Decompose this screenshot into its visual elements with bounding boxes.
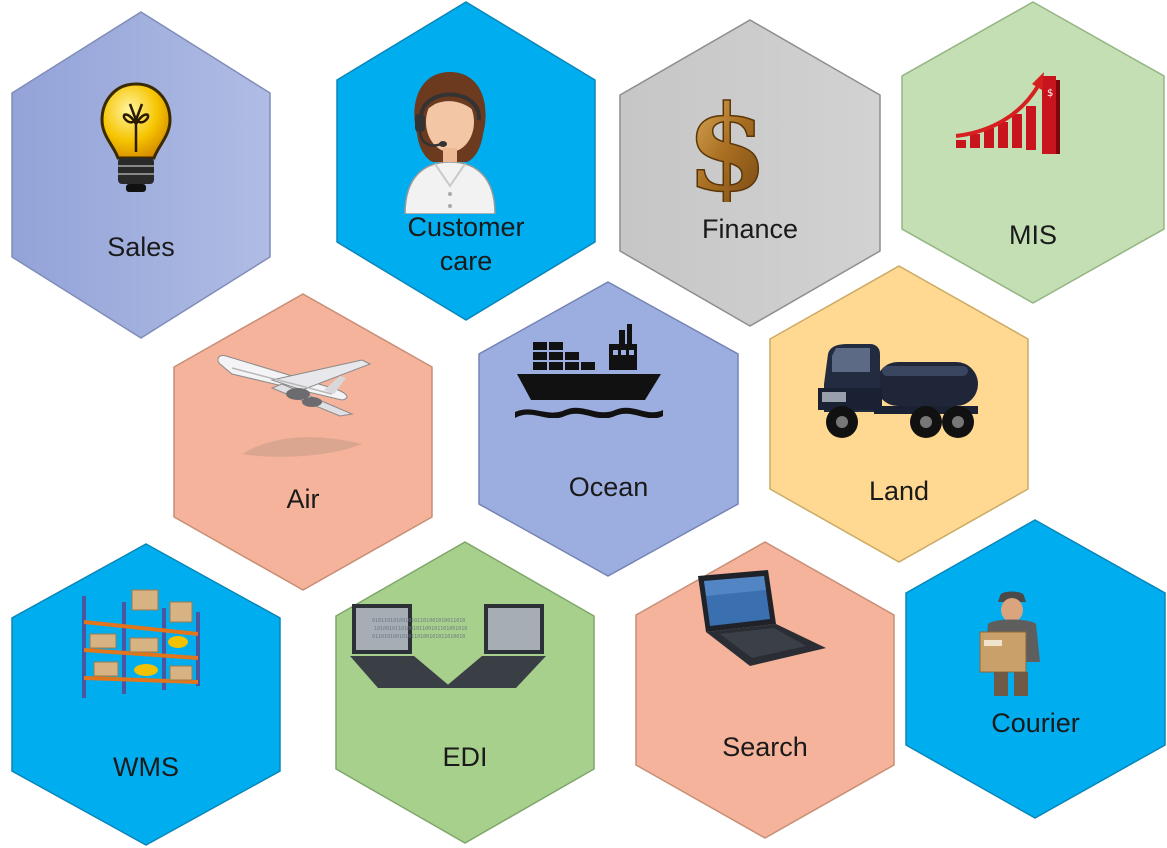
tile-ocean[interactable]: Ocean [477, 280, 740, 578]
tile-label: Land [768, 474, 1030, 508]
tile-label-text: Courier [991, 708, 1080, 738]
svg-text:101001011010010110010110100101: 1010010110100101100101101001010 [374, 626, 467, 632]
tile-label: EDI [334, 740, 596, 774]
courier-box-icon [974, 590, 1050, 698]
tile-label-text: WMS [113, 752, 179, 782]
tile-mis[interactable]: $ MIS [900, 0, 1166, 305]
hexagon-shape [905, 519, 1166, 819]
svg-text:$: $ [1047, 88, 1053, 99]
svg-text:011010100101011010010101101001: 0110101001010110100101011010010 [372, 634, 465, 640]
hexagon-shape [635, 541, 895, 839]
tile-finance[interactable]: $ Finance [618, 18, 882, 328]
tile-label-text: Finance [701, 214, 799, 244]
tile-label-text: MIS [1008, 220, 1057, 250]
lightbulb-icon [98, 80, 174, 196]
tile-label: Ocean [477, 470, 740, 504]
tile-land[interactable]: Land [768, 264, 1030, 564]
tile-wms[interactable]: WMS [10, 542, 282, 847]
tile-label: Courier [904, 706, 1167, 740]
growth-chart-icon: $ [950, 66, 1070, 166]
tile-label: Air [172, 482, 434, 516]
cargo-ship-icon [513, 320, 665, 419]
tile-label: Sales [10, 230, 272, 264]
tile-label-text: Ocean [568, 472, 649, 502]
tile-edi[interactable]: 0101101010010101101001010011010 10100101… [334, 540, 596, 845]
laptop-icon [690, 566, 830, 670]
hexagon-shape [619, 19, 881, 327]
tile-courier[interactable]: Courier [904, 518, 1167, 820]
tile-search[interactable]: Search [634, 540, 896, 840]
tile-air[interactable]: Air [172, 292, 434, 592]
tile-label-text: EDI [442, 742, 488, 772]
tile-label: WMS [10, 750, 282, 784]
tile-label: Customer care [335, 210, 597, 278]
tanker-truck-icon [814, 340, 982, 442]
hexagon-shape [901, 1, 1165, 304]
warehouse-rack-icon [74, 582, 204, 702]
tile-customer-care[interactable]: Customer care [335, 0, 597, 322]
svg-text:010110101001010110100101001101: 0101101010010101101001010011010 [372, 618, 465, 624]
tile-sales[interactable]: Sales [10, 10, 272, 340]
airplane-icon [212, 344, 408, 464]
tile-label-text: Air [286, 484, 320, 514]
tile-label-text: Sales [107, 232, 175, 262]
tile-label-text: Land [868, 476, 930, 506]
headset-agent-icon [395, 64, 505, 215]
tile-label: MIS [900, 218, 1166, 252]
hexagon-shape [11, 543, 281, 846]
dollar-icon: $ [682, 78, 772, 219]
tile-label-text: Search [722, 732, 808, 762]
tile-label: Finance [618, 212, 882, 246]
tile-label: Search [634, 730, 896, 764]
svg-text:$: $ [686, 90, 768, 202]
tile-label-text: Customer care [407, 212, 525, 276]
laptops-exchange-icon: 0101101010010101101001010011010 10100101… [348, 600, 548, 696]
